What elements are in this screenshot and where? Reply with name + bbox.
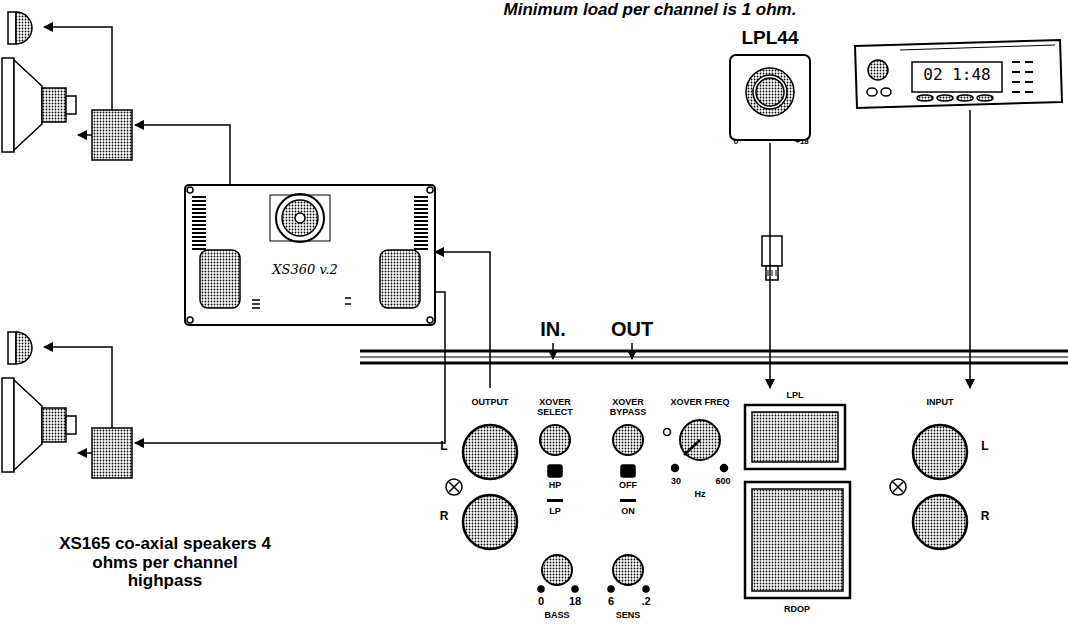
remote-control: LPL440+18 (722, 28, 818, 143)
switch-position: HP (549, 481, 562, 491)
node-label: LPL (787, 391, 804, 401)
knob-label: SENS (616, 611, 641, 621)
diagram-title: Minimum load per channel is 1 ohm. (504, 1, 797, 20)
amplifier: XS360 v.2 (185, 185, 435, 325)
node-label: 02 1:48 (923, 66, 990, 84)
node-label: +18 (795, 138, 809, 147)
switch-position: ON (621, 507, 635, 517)
node-label: L (981, 440, 988, 453)
speaker-note: XS165 co-axial speakers 4 ohms per chann… (58, 535, 273, 591)
scale-value: 30 (671, 477, 681, 487)
input-jacks: INPUT L R (890, 388, 1002, 558)
signal-label: IN. (540, 318, 566, 340)
signal-cable (435, 252, 490, 388)
unit-label: Hz (695, 490, 706, 500)
scale-value: 6 (608, 595, 614, 607)
scale-value: 0 (538, 595, 544, 607)
node-label: 0 (734, 138, 738, 147)
coaxial-speaker (2, 332, 132, 478)
node-label: R (981, 510, 990, 523)
signal-cable (769, 143, 771, 388)
head-unit-drawing (855, 40, 1062, 108)
knob-label: XOVER FREQ (670, 398, 729, 408)
scale-value: .2 (641, 595, 650, 607)
coaxial-speaker (2, 12, 132, 160)
node-label: L (440, 440, 447, 453)
head-unit: 02 1:48 (855, 40, 1065, 110)
knob-label: BASS (544, 611, 569, 621)
node-label: OUTPUT (472, 398, 509, 408)
rdop-port: RDOP (740, 478, 854, 620)
node-label: XS360 v.2 (272, 263, 337, 277)
amplifier-drawing (185, 185, 435, 325)
output-jacks: OUTPUT L R (428, 388, 540, 558)
speaker-wire (135, 125, 230, 185)
signal-label: OUT (611, 318, 653, 340)
lpl-port: LPL (740, 388, 852, 472)
switch-position: OFF (619, 481, 637, 491)
signal-cable (969, 110, 971, 388)
scale-value: 18 (569, 595, 581, 607)
scale-value: 600 (715, 477, 730, 487)
amplifier-panel (360, 343, 1068, 598)
node-label: RDOP (784, 605, 810, 615)
switch-label: XOVER SELECT (532, 398, 578, 418)
switch-position: LP (549, 507, 561, 517)
node-label: INPUT (927, 398, 954, 408)
node-label: LPL44 (741, 28, 798, 49)
node-label: R (440, 510, 449, 523)
switch-label: XOVER BYPASS (605, 398, 651, 418)
